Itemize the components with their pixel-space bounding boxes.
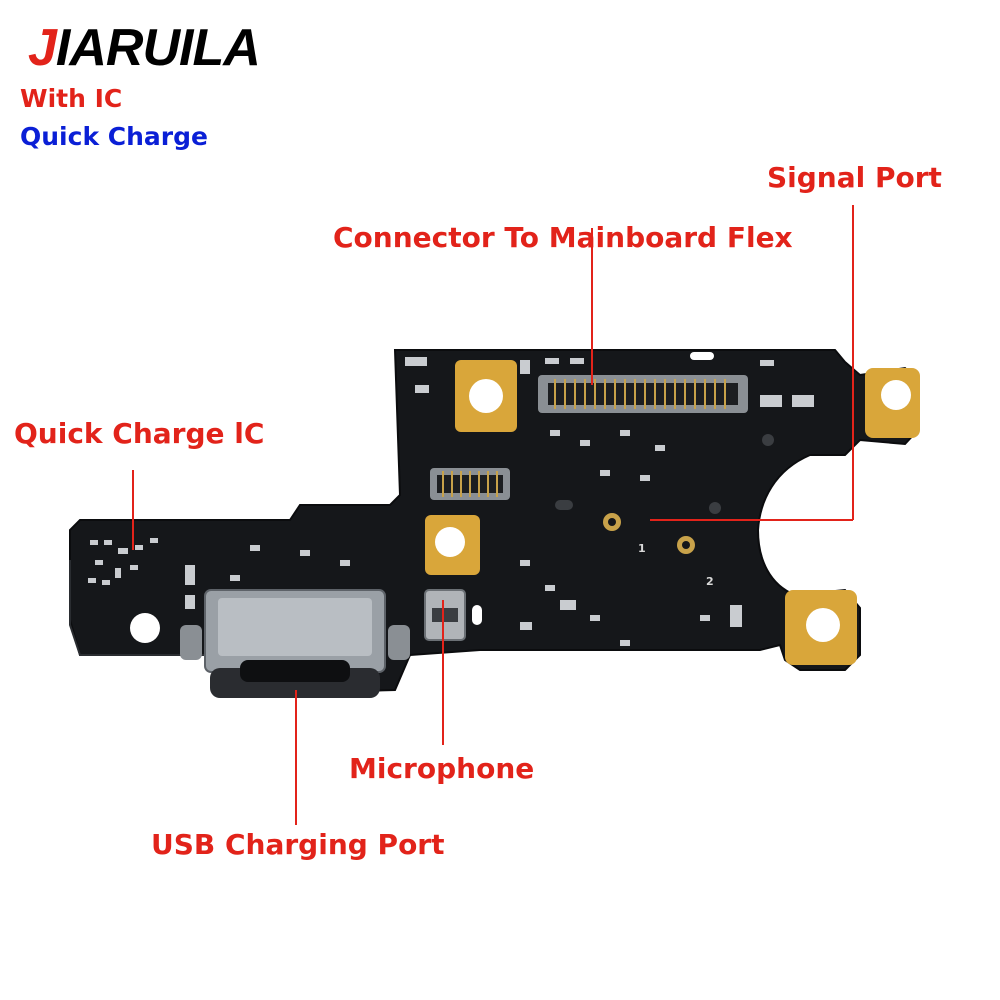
connector-label: Connector To Mainboard Flex (333, 221, 793, 254)
with-ic-tag: With IC (20, 84, 123, 113)
usb-charging-port (180, 589, 410, 698)
signal-port-label: Signal Port (767, 161, 942, 194)
brand-logo: JIARUILA (28, 19, 261, 77)
smd-components (230, 352, 814, 646)
secondary-connector (430, 468, 510, 500)
quick-charge-tag: Quick Charge (20, 122, 208, 151)
port-1-mark: 1 (638, 542, 646, 555)
mainboard-flex-connector (538, 375, 748, 413)
signal-port-1 (603, 513, 621, 531)
quick-charge-ic-components (88, 538, 195, 609)
mounting-pad-lower-right (785, 590, 857, 665)
mounting-pad-right (865, 368, 920, 438)
brand-logo-rest: IARUILA (55, 19, 261, 77)
mounting-pad-middle (425, 515, 480, 575)
microphone-label: Microphone (349, 752, 535, 785)
microphone-component (424, 589, 466, 641)
signal-port-2 (677, 536, 695, 554)
usb-port-label: USB Charging Port (151, 828, 445, 861)
callout-leaders (132, 205, 854, 825)
mounting-pad-top (455, 360, 517, 432)
mounting-hole-left (130, 613, 160, 643)
brand-logo-initial: J (28, 19, 57, 77)
port-2-mark: 2 (706, 575, 714, 588)
quick-charge-ic-label: Quick Charge lC (14, 417, 265, 450)
